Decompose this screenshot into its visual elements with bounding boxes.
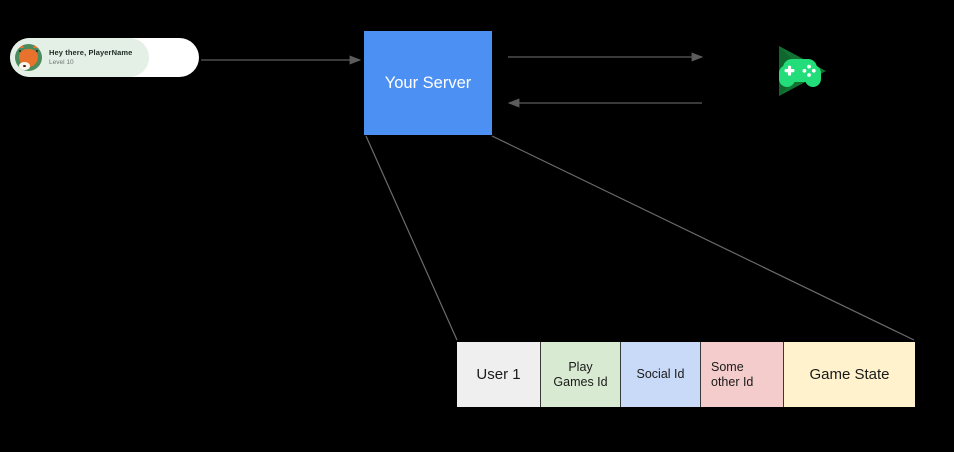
- server-to-table-left-line: [365, 135, 458, 341]
- player-greeting-text: Hey there, PlayerName: [49, 48, 133, 58]
- table-cell-social-id: Social Id: [621, 342, 701, 407]
- your-server-label: Your Server: [384, 73, 472, 92]
- table-cell-play-games-id: Play Games Id: [541, 342, 621, 407]
- some-other-id-line-2: other Id: [711, 374, 754, 389]
- your-server-node[interactable]: Your Server: [364, 31, 492, 135]
- table-cell-social-id-label: Social Id: [636, 367, 685, 382]
- table-cell-some-other-id: Some other Id: [701, 342, 784, 407]
- user-record-table: User 1 Play Games Id Social Id Some othe…: [456, 341, 916, 408]
- player-card-text: Hey there, PlayerName Level 10: [49, 48, 133, 66]
- fox-avatar-icon: [15, 44, 42, 71]
- some-other-id-line-1: Some: [711, 359, 744, 374]
- google-play-games-icon: [770, 42, 830, 100]
- table-cell-game-state: Game State: [784, 342, 915, 407]
- table-cell-play-games-id-label: Play Games Id: [553, 360, 607, 390]
- table-cell-user: User 1: [457, 342, 541, 407]
- player-level-text: Level 10: [49, 58, 74, 66]
- server-to-table-right-line: [491, 135, 915, 341]
- table-cell-game-state-label: Game State: [809, 365, 890, 383]
- table-cell-some-other-id-label: Some other Id: [711, 360, 753, 390]
- table-cell-user-label: User 1: [476, 365, 521, 383]
- player-greeting-card[interactable]: Hey there, PlayerName Level 10: [10, 38, 199, 77]
- player-card-inner-panel: Hey there, PlayerName Level 10: [10, 38, 149, 77]
- play-games-id-line-1: Play: [568, 359, 593, 374]
- play-games-id-line-2: Games Id: [553, 374, 608, 389]
